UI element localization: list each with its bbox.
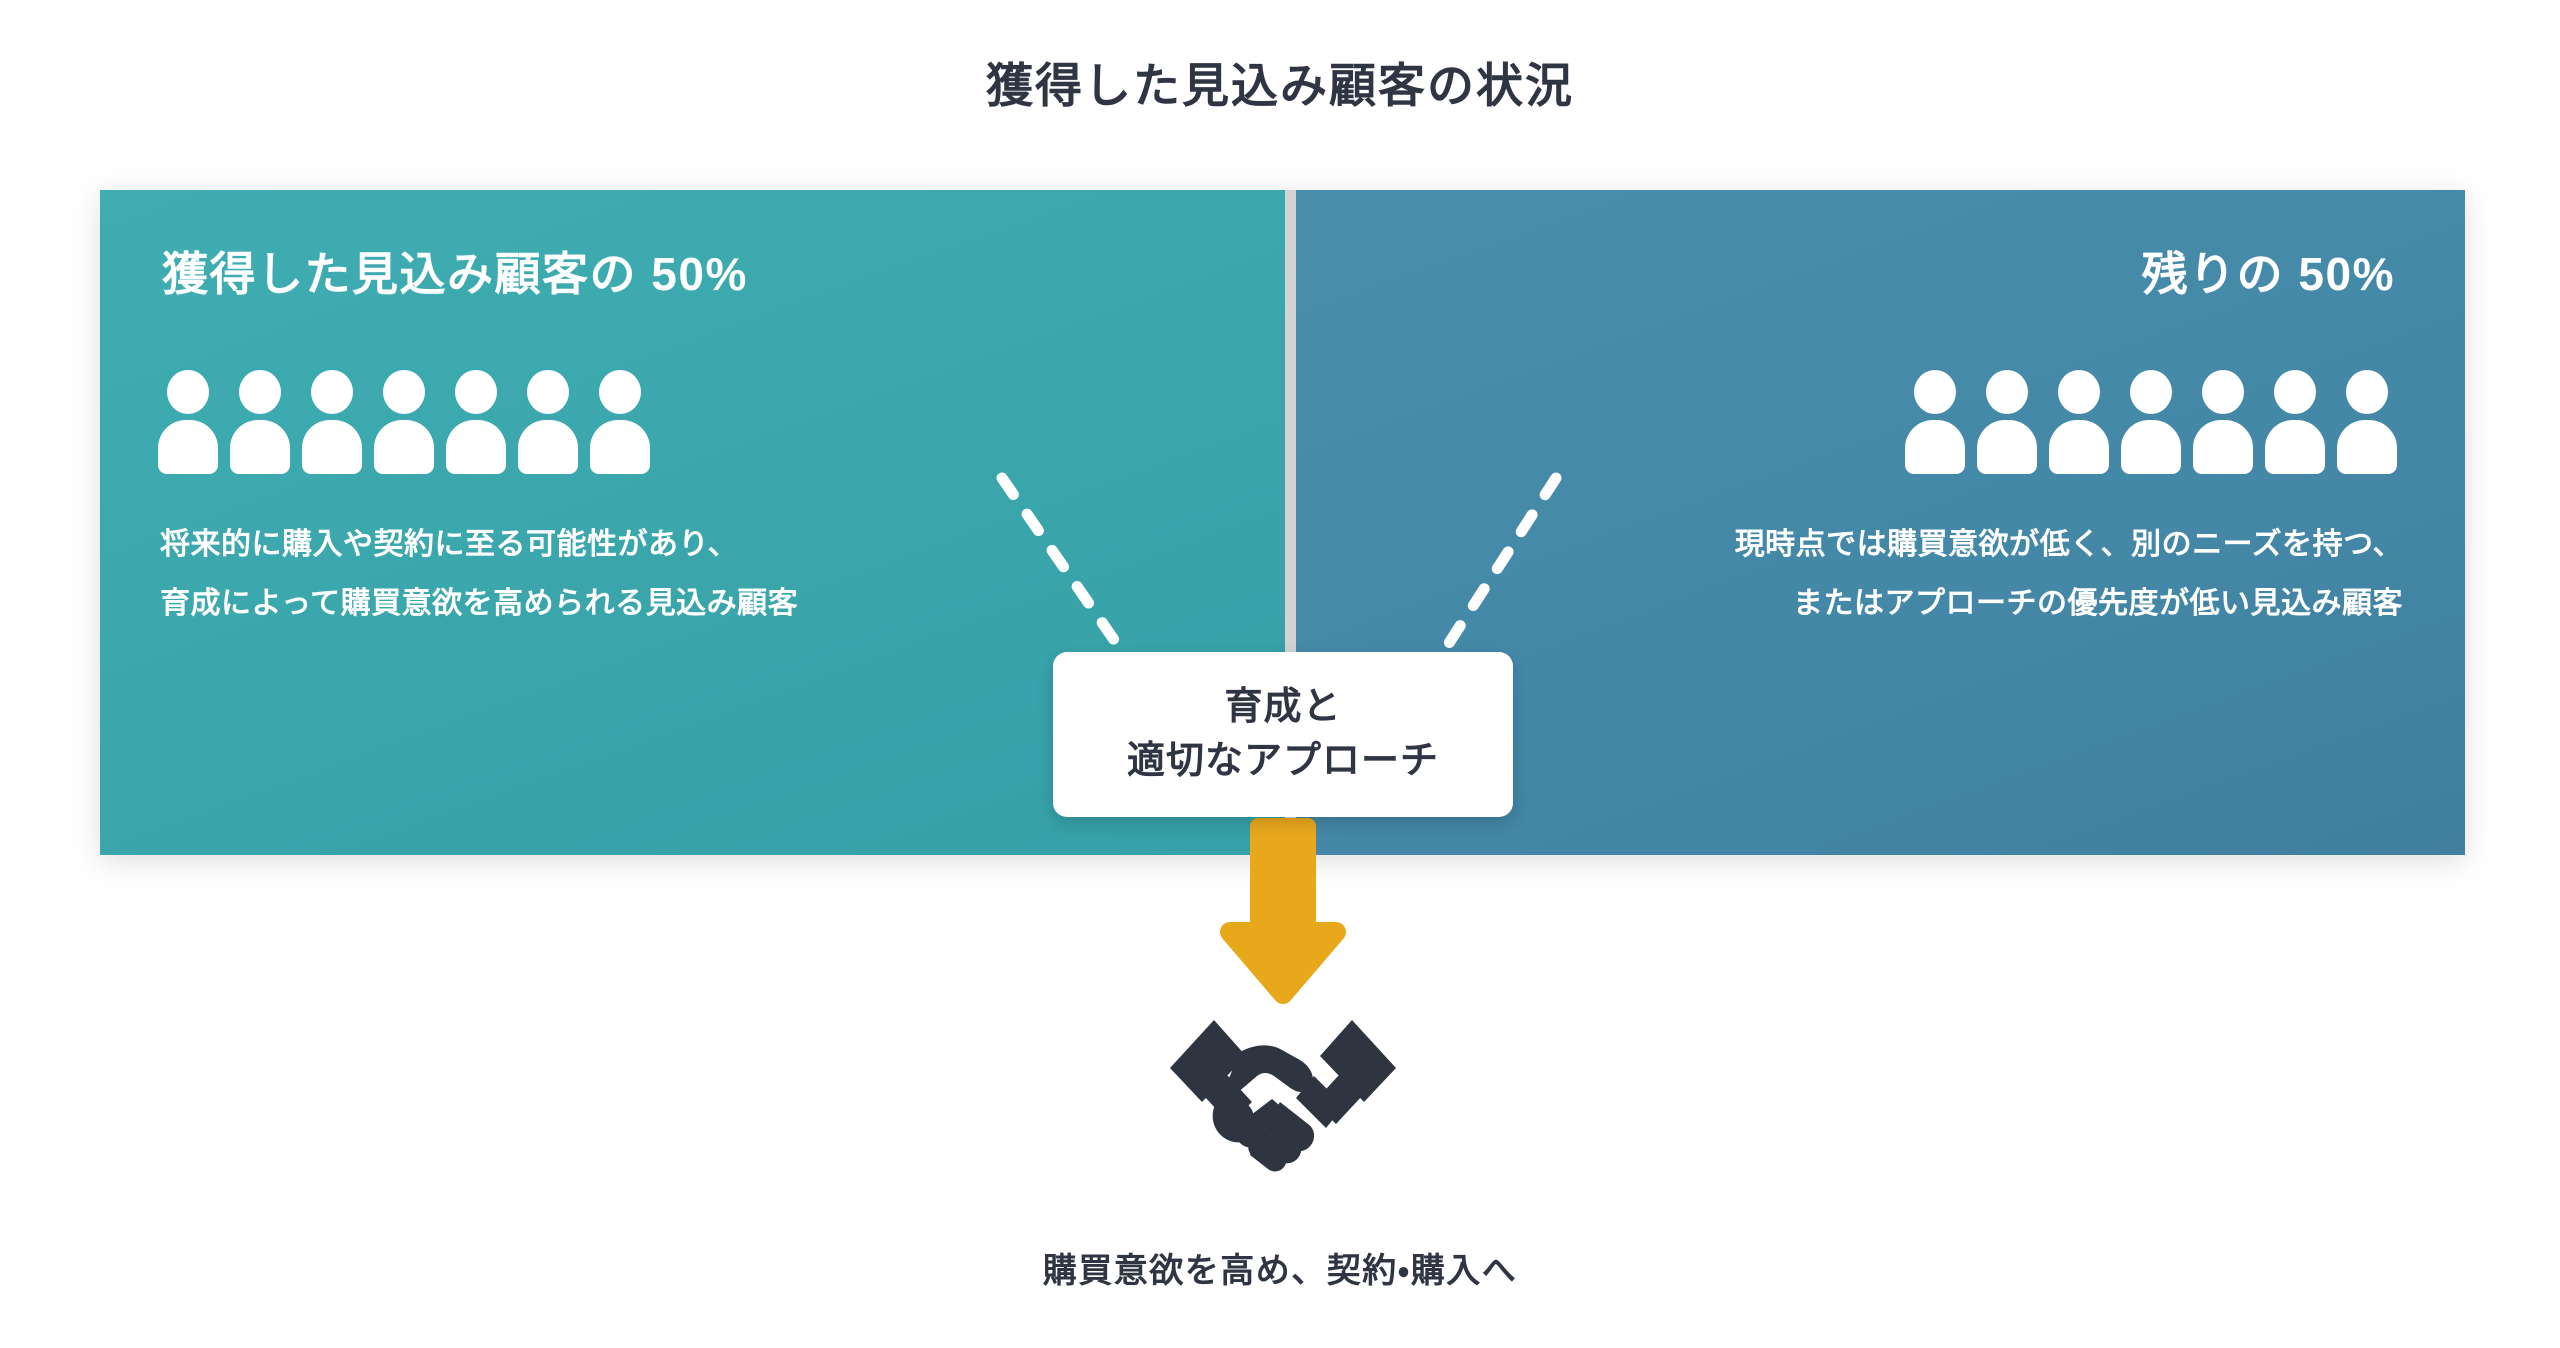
person-body bbox=[230, 420, 290, 474]
person-head bbox=[1914, 370, 1956, 414]
person-head bbox=[2346, 370, 2388, 414]
person-head bbox=[2130, 370, 2172, 414]
person-icon bbox=[158, 370, 218, 474]
left-body-line: 育成によって購買意欲を高められる見込み顧客 bbox=[160, 586, 799, 620]
person-body bbox=[518, 420, 578, 474]
person-head bbox=[1986, 370, 2028, 414]
person-head bbox=[2274, 370, 2316, 414]
arrow-down-icon bbox=[1220, 818, 1346, 1004]
person-body bbox=[158, 420, 218, 474]
person-icon bbox=[230, 370, 290, 474]
person-icon bbox=[446, 370, 506, 474]
person-icon bbox=[518, 370, 578, 474]
person-head bbox=[311, 370, 353, 414]
right-body-line: 現時点では購買意欲が低く、別のニーズを持つ、 bbox=[1734, 528, 2403, 561]
callout-line: 育成と bbox=[1224, 685, 1342, 728]
person-body bbox=[2049, 420, 2109, 474]
result-caption: 購買意欲を高め、契約・購入へ bbox=[1042, 1252, 1518, 1290]
person-body bbox=[1905, 420, 1965, 474]
person-icon bbox=[2193, 370, 2253, 474]
person-body bbox=[2337, 420, 2397, 474]
person-body bbox=[2121, 420, 2181, 474]
person-head bbox=[383, 370, 425, 414]
handshake-icon bbox=[1170, 1020, 1396, 1172]
page-title: 獲得した見込み顧客の状況 bbox=[986, 59, 1574, 112]
panel-divider bbox=[1285, 190, 1296, 855]
person-head bbox=[455, 370, 497, 414]
callout-box: 育成と 適切なアプローチ bbox=[1053, 652, 1513, 817]
right-panel-body: 現時点では購買意欲が低く、別のニーズを持つ、 またはアプローチの優先度が低い見込… bbox=[1735, 516, 2403, 633]
person-head bbox=[599, 370, 641, 414]
handshake-shape bbox=[1170, 1020, 1396, 1172]
right-people-row bbox=[1905, 370, 2397, 474]
person-body bbox=[302, 420, 362, 474]
person-body bbox=[1977, 420, 2037, 474]
person-head bbox=[2202, 370, 2244, 414]
person-icon bbox=[374, 370, 434, 474]
person-head bbox=[239, 370, 281, 414]
person-icon bbox=[1905, 370, 1965, 474]
person-body bbox=[2265, 420, 2325, 474]
person-body bbox=[374, 420, 434, 474]
callout-line: 適切なアプローチ bbox=[1126, 739, 1439, 782]
left-panel-heading: 獲得した見込み顧客の 50% bbox=[162, 248, 748, 300]
right-panel-heading: 残りの 50% bbox=[2141, 248, 2395, 300]
person-icon bbox=[590, 370, 650, 474]
person-head bbox=[2058, 370, 2100, 414]
person-icon bbox=[1977, 370, 2037, 474]
person-body bbox=[446, 420, 506, 474]
person-icon bbox=[2049, 370, 2109, 474]
person-body bbox=[2193, 420, 2253, 474]
left-people-row bbox=[158, 370, 650, 474]
left-panel-body: 将来的に購入や契約に至る可能性があり、 育成によって購買意欲を高められる見込み顧… bbox=[160, 516, 798, 633]
person-icon bbox=[2121, 370, 2181, 474]
person-head bbox=[167, 370, 209, 414]
arrow-shape bbox=[1220, 818, 1346, 1004]
left-body-line: 将来的に購入や契約に至る可能性があり、 bbox=[160, 528, 739, 561]
person-icon bbox=[302, 370, 362, 474]
person-icon bbox=[2337, 370, 2397, 474]
person-icon bbox=[2265, 370, 2325, 474]
person-body bbox=[590, 420, 650, 474]
person-head bbox=[527, 370, 569, 414]
right-body-line: またはアプローチの優先度が低い見込み顧客 bbox=[1793, 586, 2403, 620]
